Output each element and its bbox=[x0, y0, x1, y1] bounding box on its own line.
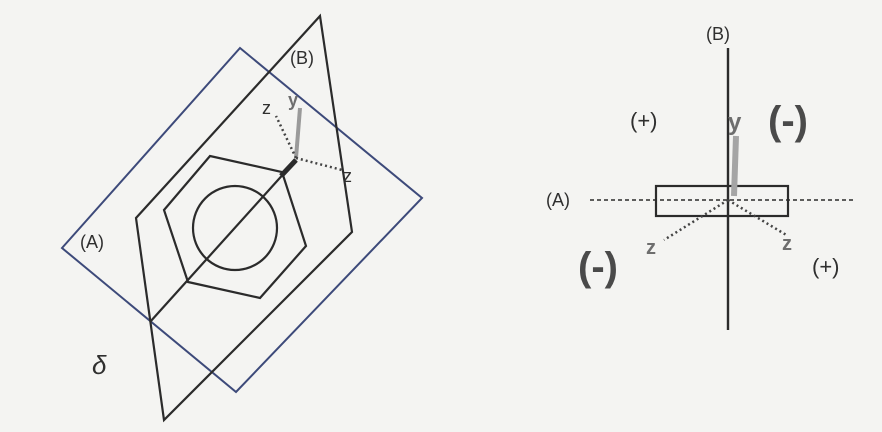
margin-mark: δ bbox=[92, 350, 107, 380]
z-axis-right-left bbox=[663, 198, 729, 242]
sign-upper-right: (-) bbox=[768, 99, 808, 143]
benzene-hexagon bbox=[162, 154, 308, 300]
left-diagram: (A) (B) y z z δ bbox=[60, 13, 424, 423]
plane-b-label-left: (B) bbox=[290, 48, 314, 68]
plane-a-label-right: (A) bbox=[546, 190, 570, 210]
ring-edge-rect bbox=[654, 184, 790, 218]
sign-lower-left: (-) bbox=[578, 245, 618, 289]
z-axis-label-right-right: z bbox=[782, 233, 792, 255]
y-axis-left bbox=[294, 107, 302, 159]
y-axis-right bbox=[731, 135, 739, 197]
benzene-ring-circle bbox=[191, 184, 279, 272]
z-axis-label-left-upper: z bbox=[262, 98, 271, 118]
z-axis-left-upper bbox=[274, 115, 298, 159]
plane-b-left bbox=[134, 13, 354, 423]
plane-a-left bbox=[60, 46, 424, 394]
y-axis-label-right: y bbox=[728, 109, 742, 136]
substituent-bond bbox=[279, 158, 298, 178]
y-axis-label-left: y bbox=[288, 90, 298, 110]
plane-a-label-left: (A) bbox=[80, 232, 104, 252]
sign-upper-left: (+) bbox=[630, 108, 658, 133]
z-axis-label-right-left: z bbox=[646, 237, 656, 259]
z-axis-right-right bbox=[727, 198, 789, 238]
molecular-axis-line bbox=[149, 159, 297, 323]
sign-lower-right: (+) bbox=[812, 254, 840, 279]
z-axis-left-right bbox=[295, 156, 343, 172]
plane-b-label-right: (B) bbox=[706, 24, 730, 44]
z-axis-label-left-right: z bbox=[343, 166, 352, 186]
right-diagram: (B) (A) y z z (+) (-) (-) (+) bbox=[546, 24, 856, 330]
